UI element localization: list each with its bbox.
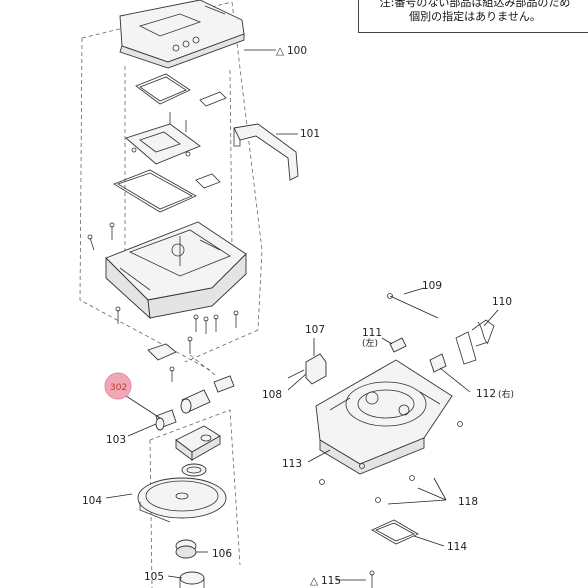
callout-106[interactable]: 106 [212,548,232,560]
callout-114[interactable]: 114 [447,541,467,553]
callout-105[interactable]: 105 [144,571,164,583]
hinge-left-part [389,337,407,353]
callout-111[interactable]: 111 [362,327,382,339]
callout-111-side: (左) [362,337,378,349]
parts-note: 注:番号のない部品は組込み部品のため 個別の指定はありません。 [358,0,588,33]
callout-110[interactable]: 110 [492,296,512,308]
bracket-part [147,343,177,361]
clamp-part [287,353,327,385]
callout-101[interactable]: 101 [300,128,320,140]
warning-icon-115: △ [310,575,319,587]
screw-115-part [369,570,375,588]
upper-cover-part[interactable] [119,0,245,69]
rod-part [387,293,439,319]
screw-set-part [319,463,415,503]
callout-labels: △ 100 101 302 103 104 106 105 107 108 10… [82,45,514,587]
spring-part [455,319,495,365]
control-board-part [125,112,201,165]
holder-part [175,425,221,461]
shaft-assembly-part [155,375,235,431]
leader-lines [105,49,499,581]
callout-302[interactable]: 302 [110,383,127,393]
callout-100[interactable]: 100 [287,45,307,57]
highlight-badge[interactable] [104,372,132,400]
handle-part[interactable] [233,123,299,181]
seal-part [371,519,419,545]
hinge-right-part [429,353,447,373]
note-line-2: 個別の指定はありません。 [409,10,541,23]
base-disk-part[interactable] [137,477,227,523]
gear-part [175,539,205,588]
ring-part [181,463,207,477]
note-line-1: 注:番号のない部品は組込み部品のため [379,0,571,9]
callout-112-side: (右) [498,388,514,400]
callout-104[interactable]: 104 [82,495,102,507]
callout-107[interactable]: 107 [305,324,325,336]
callout-103[interactable]: 103 [106,434,126,446]
warning-icon: △ [276,45,285,57]
callout-112[interactable]: 112 [476,388,496,400]
cover-gasket-part [113,169,221,213]
callout-109[interactable]: 109 [422,280,442,292]
display-gasket-part [135,73,227,107]
callout-115[interactable]: 115 [321,575,341,587]
callout-118[interactable]: 118 [458,496,478,508]
callout-108[interactable]: 108 [262,389,282,401]
screws-group [87,222,239,382]
body-case-part [105,221,247,320]
callout-113[interactable]: 113 [282,458,302,470]
main-frame-part[interactable] [315,359,463,475]
